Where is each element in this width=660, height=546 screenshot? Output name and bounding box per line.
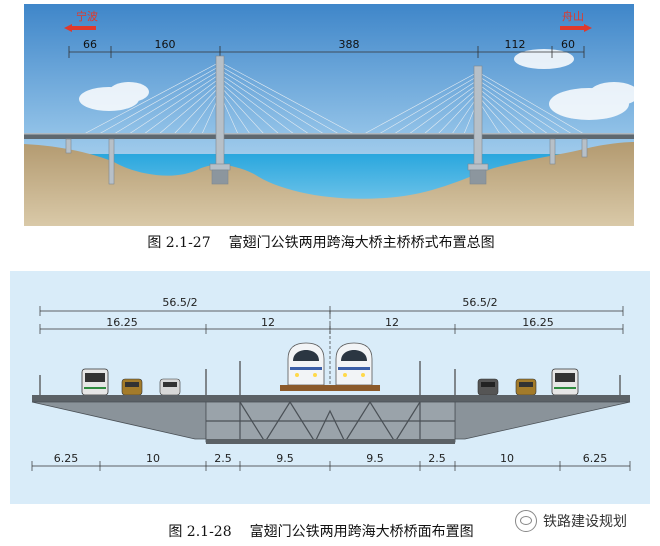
span-label: 66 (83, 38, 97, 51)
dim-half-width-left: 56.5/2 (162, 296, 197, 309)
high-speed-train-left (287, 342, 325, 386)
dim-bottom: 6.25 (54, 452, 79, 465)
stay-cables-right-tower (363, 71, 585, 135)
wechat-icon (515, 510, 537, 532)
caption-text: 富翅门公铁两用跨海大桥桥面布置图 (249, 524, 474, 540)
truss-diagonals (206, 400, 455, 444)
seabed-ground (24, 142, 634, 226)
light-poles (39, 361, 621, 395)
stay-cables-left-tower (83, 61, 355, 135)
caption-number: 图 2.1-27 (147, 235, 211, 251)
figure-caption-2: 图 2.1-28 富翅门公铁两用跨海大桥桥面布置图 (0, 521, 660, 541)
bus-right (551, 368, 579, 396)
caption-number: 图 2.1-28 (168, 524, 232, 540)
dim-highway-left: 16.25 (106, 316, 138, 329)
dim-half-width-right: 56.5/2 (462, 296, 497, 309)
clouds (79, 49, 639, 120)
auxiliary-piers (65, 138, 588, 185)
bridge-elevation-figure: 66 160 388 112 60 宁波 舟山 (24, 4, 639, 226)
dim-bottom: 6.25 (583, 452, 608, 465)
span-label: 388 (339, 38, 360, 51)
top-dimension-lines (39, 306, 624, 391)
ningbo-label: 宁波 (76, 9, 98, 23)
span-label: 112 (505, 38, 526, 51)
dim-bottom: 9.5 (366, 452, 384, 465)
car-right-1 (477, 378, 499, 396)
bottom-chord (206, 439, 455, 444)
watermark-text: 铁路建设规划 (543, 514, 627, 530)
bottom-dimension-lines (31, 461, 631, 471)
dim-bottom: 9.5 (276, 452, 294, 465)
arrow-left-icon (64, 24, 96, 32)
span-label: 60 (561, 38, 575, 51)
car-left-2 (159, 378, 181, 396)
bus-left (81, 368, 109, 396)
car-left-1 (121, 378, 143, 396)
main-tower-left (209, 55, 231, 185)
dim-bottom: 2.5 (214, 452, 232, 465)
truss-box (205, 401, 456, 443)
caption-text: 富翅门公铁两用跨海大桥主桥桥式布置总图 (228, 235, 495, 251)
railway-ballast (280, 385, 380, 391)
dim-railway-right: 12 (385, 316, 399, 329)
car-right-2 (515, 378, 537, 396)
span-label: 160 (155, 38, 176, 51)
bridge-elevation-drawing: 66 160 388 112 60 宁波 舟山 (24, 4, 639, 226)
dim-bottom: 2.5 (428, 452, 446, 465)
dim-bottom: 10 (500, 452, 514, 465)
figure-caption-1: 图 2.1-27 富翅门公铁两用跨海大桥主桥桥式布置总图 (0, 232, 660, 252)
dim-highway-right: 16.25 (522, 316, 554, 329)
zhoushan-label: 舟山 (562, 9, 584, 23)
ningbo-direction: 宁波 (64, 9, 98, 32)
dim-bottom: 10 (146, 452, 160, 465)
dim-railway-left: 12 (261, 316, 275, 329)
deck-cross-section-drawing: 56.5/2 56.5/2 16.25 12 12 16.25 (10, 271, 650, 504)
deck-top-plate (32, 395, 630, 402)
deck-cross-section-figure: 56.5/2 56.5/2 16.25 12 12 16.25 (10, 271, 650, 504)
bridge-deck (24, 134, 634, 139)
main-tower-right (467, 65, 489, 185)
zhoushan-direction: 舟山 (560, 9, 592, 32)
high-speed-train-right (335, 342, 373, 386)
arrow-right-icon (560, 24, 592, 32)
watermark: 铁路建设规划 (515, 510, 627, 532)
